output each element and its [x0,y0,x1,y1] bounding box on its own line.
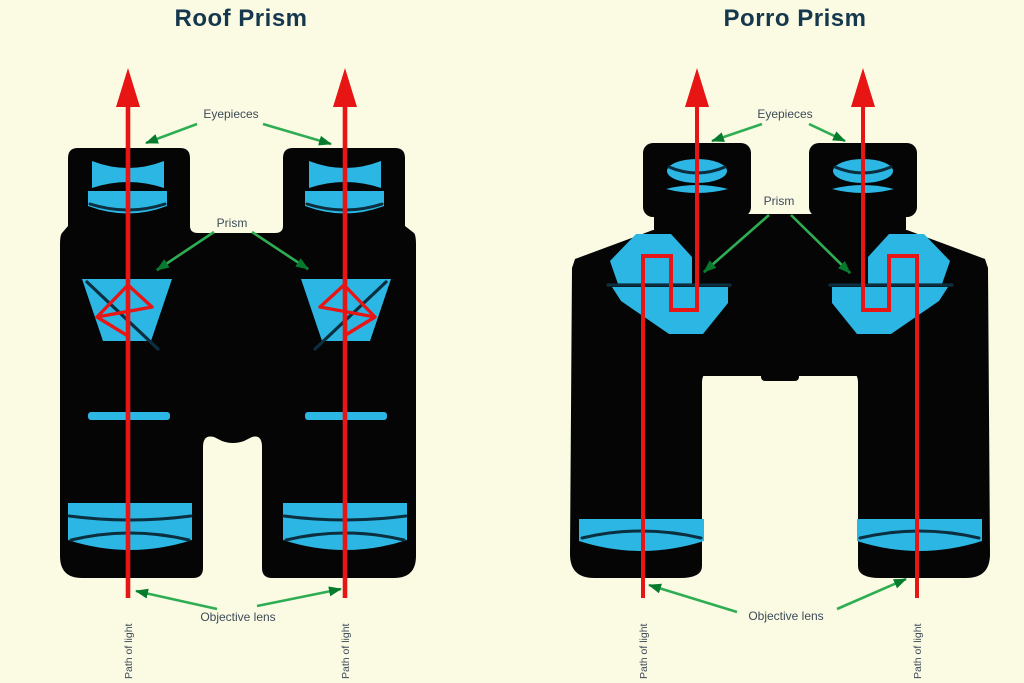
light-path-arrowhead [116,68,140,107]
light-path-arrowhead [851,68,875,107]
prism-label: Prism [764,194,795,208]
path-of-light-label: Path of light [912,623,924,679]
objective-lens-arrow [256,586,342,608]
roof-objective-lenses [67,503,408,550]
eyepieces-arrow [145,122,198,145]
roof-prism-title: Roof Prism [174,5,307,32]
prism-diagonal-line [85,280,160,351]
porro-callout-arrows [648,122,907,614]
eyepieces-arrow [711,122,763,143]
path-of-light-label: Path of light [638,623,650,679]
prism-arrow [703,214,770,273]
objective-lens-arrow [648,583,738,614]
objective-lens-glass [857,519,982,551]
prism-reflection-path [318,283,377,338]
objective-lens-arrow [135,588,218,611]
hinge-tab [761,368,799,381]
porro-eyepiece-lenses [666,159,894,193]
objective-lens-arrow [836,577,907,611]
eyepieces-label: Eyepieces [757,107,812,121]
roof-light-paths [95,68,377,598]
prism-diagonal-line [313,280,388,351]
eyepieces-label: Eyepieces [203,107,258,121]
roof-prism-binoculars: Roof Prism Eyepieces Prism Objective len… [60,5,416,679]
objective-lens-label: Objective lens [748,609,823,623]
eyepieces-arrow [262,122,332,146]
prism-arrow [156,230,215,272]
path-of-light-label: Path of light [123,623,135,679]
prism-label: Prism [217,216,248,230]
roof-callout-arrows [135,122,342,611]
objective-lens-curve [858,529,981,540]
prism-arrow [251,230,309,271]
light-path-arrowhead [333,68,357,107]
porro-objective-lenses [579,519,982,551]
porro-light-paths [641,68,919,598]
light-path-arrowhead [685,68,709,107]
objective-lens-label: Objective lens [200,610,275,624]
light-path-zigzag [641,100,699,598]
path-of-light-label: Path of light [340,623,352,679]
porro-prism-binoculars: Porro Prism Eyepieces Prism Objective le… [570,5,990,679]
eyepieces-arrow [808,122,846,143]
light-path-zigzag [861,100,919,598]
roof-binocular-body [60,148,416,578]
prism-arrow [790,214,851,274]
porro-prism-title: Porro Prism [724,5,867,32]
prism-reflection-path [95,283,154,338]
